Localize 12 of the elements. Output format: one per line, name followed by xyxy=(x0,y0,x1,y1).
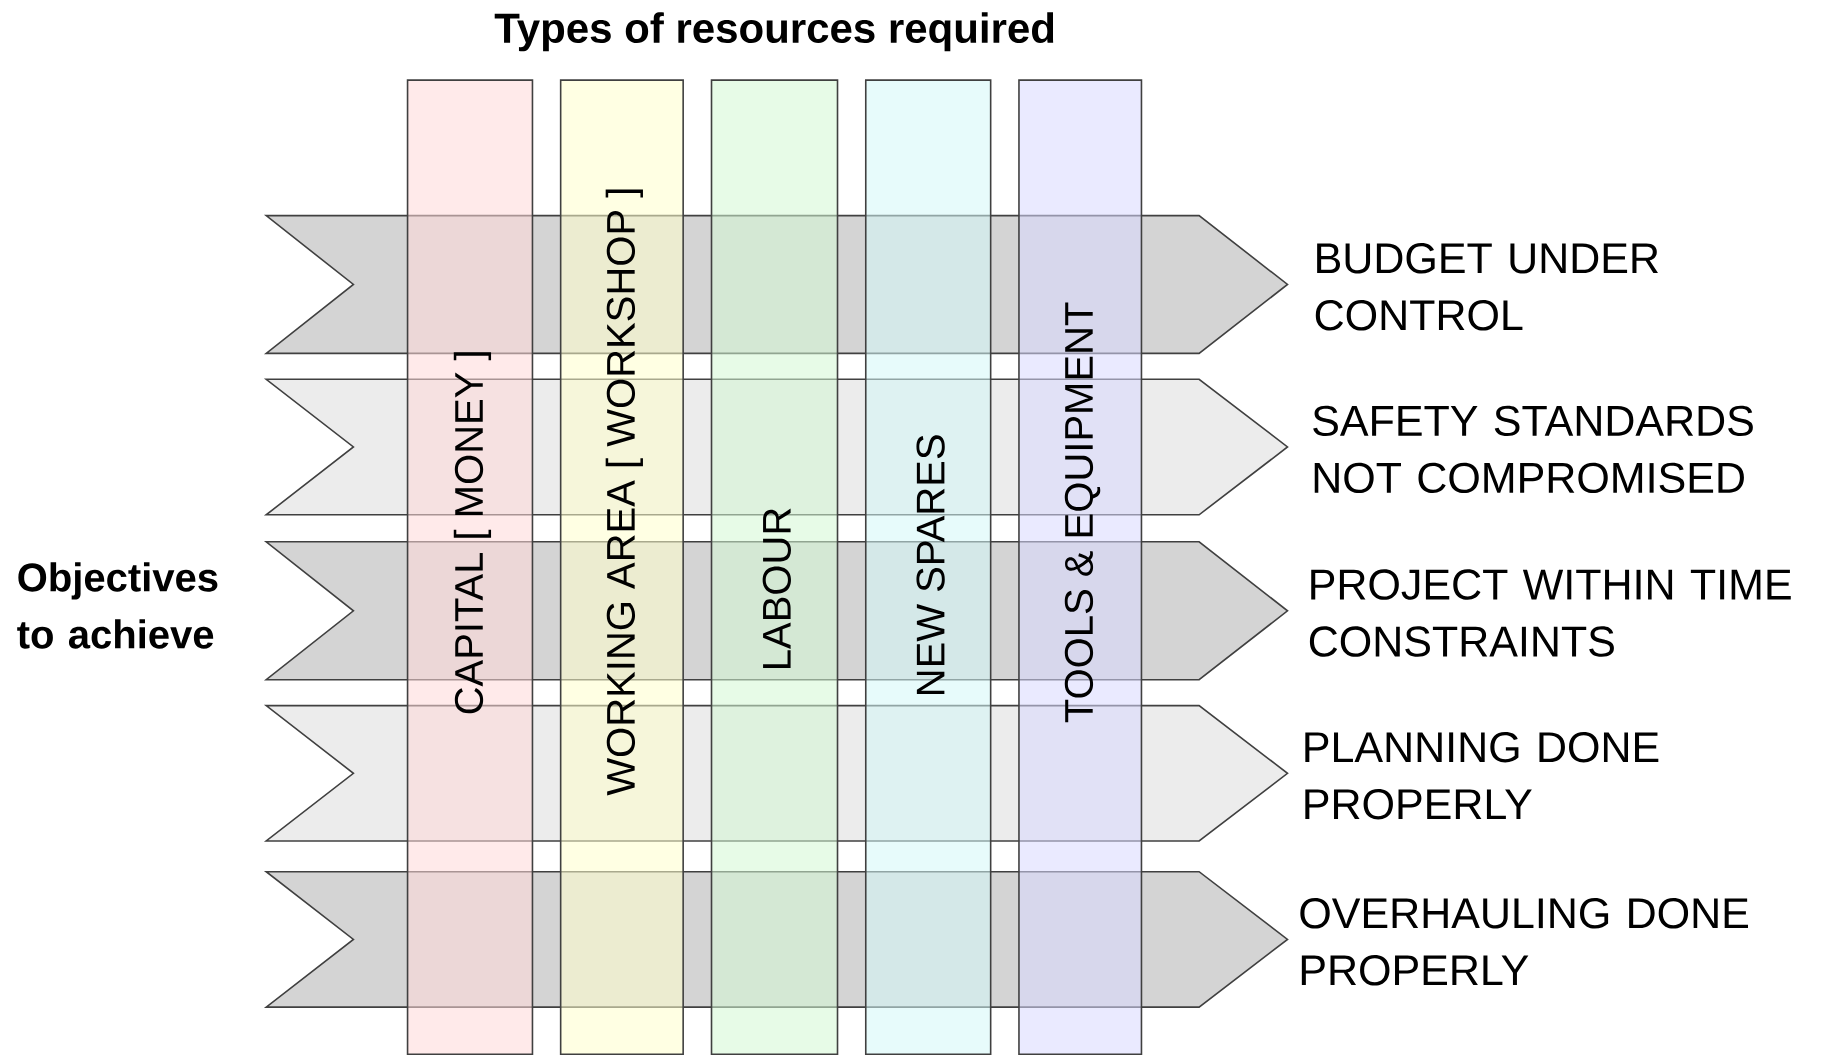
resource-column: NEW SPARES xyxy=(864,79,992,1056)
title: Types of resources required xyxy=(494,12,1054,52)
resource-column: CAPITAL [ MONEY ] xyxy=(406,79,534,1056)
resource-column: TOOLS & EQUIPMENT xyxy=(1018,79,1143,1056)
objective-label: BUDGET UNDER CONTROL xyxy=(1315,243,1658,331)
objective-label: SAFETY STANDARDS NOT COMPROMISED xyxy=(1313,405,1753,494)
objective-label: PLANNING DONE PROPERLY xyxy=(1305,731,1659,820)
resource-column: WORKING AREA [ WORKSHOP ] xyxy=(559,79,684,1056)
objective-label: OVERHAULING DONE PROPERLY xyxy=(1300,898,1748,986)
axis-label: Objectives to achieve xyxy=(17,562,218,649)
objective-label: PROJECT WITHIN TIME CONSTRAINTS xyxy=(1309,569,1791,657)
resource-column: LABOUR xyxy=(710,79,839,1056)
